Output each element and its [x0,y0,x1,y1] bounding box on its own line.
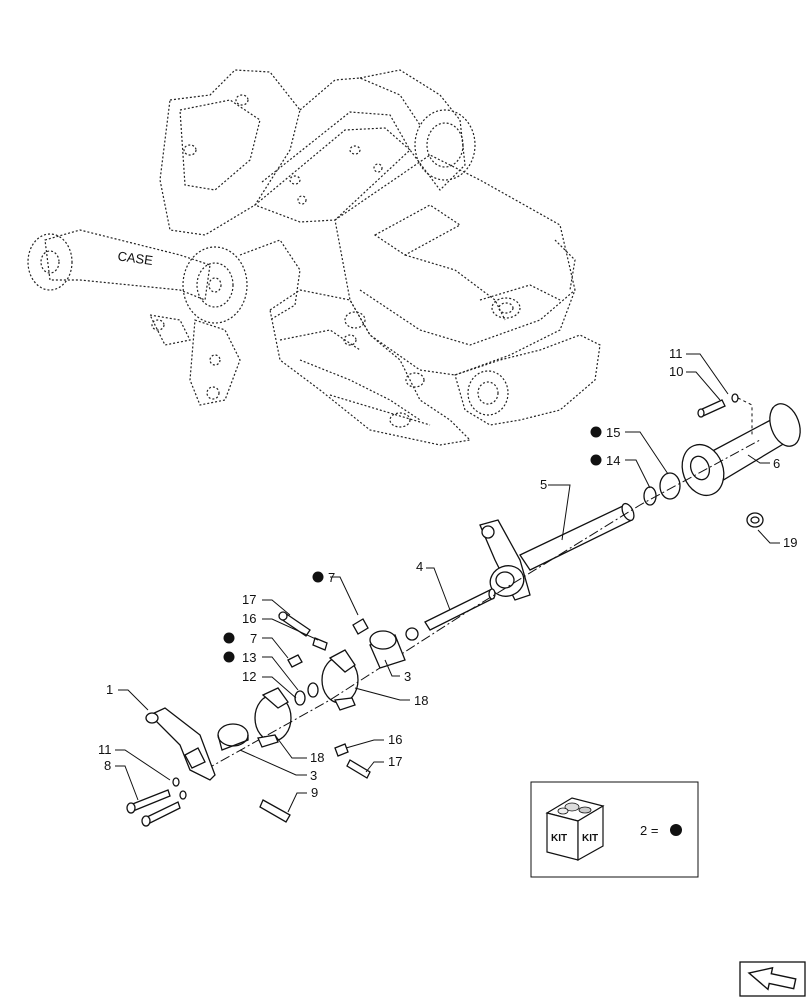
callout-17-lower: 17 [388,754,402,769]
callout-13: 13 [242,650,256,665]
part-1-lever [145,707,216,781]
callout-3-upper: 3 [404,669,411,684]
callout-7-lower: 7 [250,631,257,646]
callout-10: 10 [669,364,683,379]
kit-legend-dot [670,824,682,836]
part-18-clamp-lower [254,687,292,748]
kit-legend-text: 2 = [640,823,658,838]
callout-15: 15 [606,425,620,440]
kit-box-right-label: KIT [582,833,598,844]
callout-6: 6 [773,456,780,471]
callout-labels: 11 10 15 14 5 6 19 4 7 17 16 7 13 12 3 1… [98,346,797,800]
parts-14-15-rings [643,472,681,506]
part-3-bushing-lower [217,723,249,751]
part-10-bolt-top [697,393,753,435]
part-16-17-lower [334,743,371,779]
callout-12: 12 [242,669,256,684]
kit-legend-box: KIT KIT 2 = [530,781,699,878]
kit-markers [223,426,602,663]
part-19-plug [746,512,764,528]
part-8-bolts [126,777,187,827]
part-17-bolt-upper [278,611,328,651]
callout-19: 19 [783,535,797,550]
callout-5: 5 [540,477,547,492]
callout-7-upper: 7 [328,570,335,585]
callout-9: 9 [311,785,318,800]
part-3-bushing-upper [369,630,406,669]
part-9-bolt [259,799,291,823]
part-6-sleeve [681,403,801,497]
next-page-arrow-icon[interactable] [739,961,806,997]
kit-box-left-label: KIT [551,833,567,844]
callout-11-top: 11 [669,346,683,361]
kit-dot-13 [223,651,235,663]
callout-18-lower: 18 [310,750,324,765]
callout-14: 14 [606,453,620,468]
ghost-housing-assembly [27,69,601,446]
assembly-centreline [204,439,761,771]
parts-12-13-rings [287,654,319,706]
kit-dot-14 [590,454,602,466]
callout-4: 4 [416,559,423,574]
part-5-shaft [479,502,635,601]
callout-3-lower: 3 [310,768,317,783]
kit-dot-15 [590,426,602,438]
part-4-inner-shaft [405,588,496,641]
parts-kit-box-icon: KIT KIT [545,797,605,862]
part-7-nut-upper [352,618,369,635]
callout-1: 1 [106,682,113,697]
callout-8: 8 [104,758,111,773]
callout-16-upper: 16 [242,611,256,626]
housing-logo: CASE [117,248,154,268]
callout-17-upper: 17 [242,592,256,607]
leader-lines [115,353,780,813]
callout-11-lower: 11 [98,742,112,757]
part-18-clamp-upper [321,649,359,711]
kit-dot-7a [312,571,324,583]
callout-18-upper: 18 [414,693,428,708]
kit-dot-7b [223,632,235,644]
callout-16-lower: 16 [388,732,402,747]
